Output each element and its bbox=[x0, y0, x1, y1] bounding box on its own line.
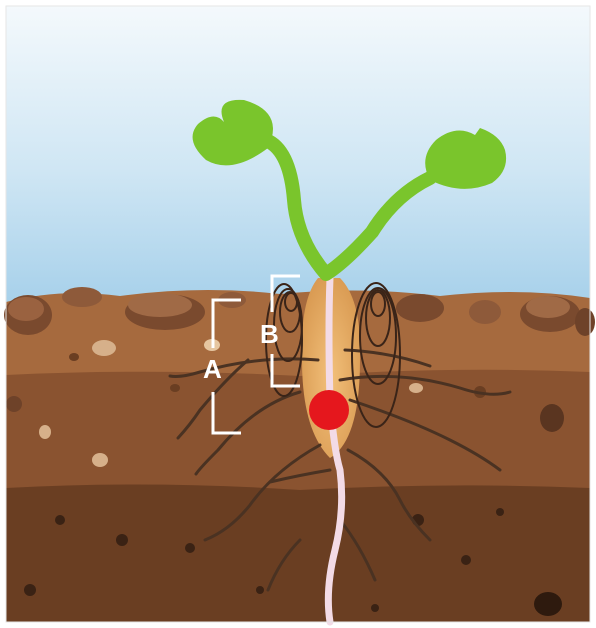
label-b: B bbox=[260, 321, 279, 347]
soil-middle-layer bbox=[6, 370, 590, 500]
soil-bottom-layer bbox=[6, 484, 590, 622]
label-a: A bbox=[203, 356, 222, 382]
red-marker bbox=[309, 390, 349, 430]
